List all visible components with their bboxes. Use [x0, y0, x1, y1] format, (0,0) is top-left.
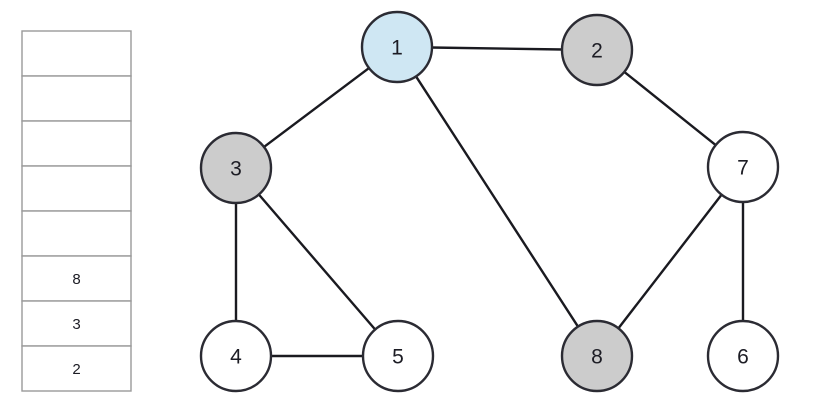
graph-node-label-2: 2	[591, 40, 603, 63]
queue-cell-value-6: 3	[72, 316, 80, 333]
graph-edge-1-8	[414, 74, 580, 329]
graph-node-circle-6	[706, 319, 780, 393]
queue-cell-1[interactable]	[21, 75, 132, 122]
graph-node-8[interactable]: 8	[560, 319, 634, 393]
graph-node-6[interactable]: 6	[706, 319, 780, 393]
graph-node-label-3: 3	[230, 158, 242, 181]
graph-edge-1-3	[261, 66, 372, 149]
graph-node-7[interactable]: 7	[706, 130, 780, 204]
graph-node-circle-1	[360, 10, 434, 84]
graph-node-4[interactable]: 4	[199, 319, 273, 393]
graph-node-3[interactable]: 3	[199, 131, 273, 205]
queue-cell-2[interactable]	[21, 120, 132, 167]
graph-node-circle-8	[560, 319, 634, 393]
graph-node-label-6: 6	[737, 346, 749, 369]
queue-cell-0[interactable]	[21, 30, 132, 77]
graph-node-label-4: 4	[230, 346, 242, 369]
graph-edge-2-7	[622, 70, 718, 147]
graph-node-1[interactable]: 1	[360, 10, 434, 84]
queue-cell-6[interactable]	[21, 300, 132, 347]
graph-node-5[interactable]: 5	[361, 319, 435, 393]
graph-edge-7-8	[616, 192, 724, 331]
graph-node-circle-4	[199, 319, 273, 393]
graph-edge-3-5	[256, 192, 378, 332]
graph-node-label-5: 5	[392, 346, 404, 369]
queue-cell-3[interactable]	[21, 165, 132, 212]
graph-node-circle-7	[706, 130, 780, 204]
graph-node-2[interactable]: 2	[560, 13, 634, 87]
graph-node-label-8: 8	[591, 346, 603, 369]
edge-layer	[234, 46, 745, 358]
graph-node-label-7: 7	[737, 157, 749, 180]
queue-cell-4[interactable]	[21, 210, 132, 257]
graph-node-label-1: 1	[391, 37, 403, 60]
queue-cell-5[interactable]	[21, 255, 132, 302]
graph-edge-1-2	[429, 46, 565, 51]
graph-node-circle-3	[199, 131, 273, 205]
graph-node-circle-2	[560, 13, 634, 87]
queue-cell-value-5: 8	[72, 271, 80, 288]
node-layer: 1 2 3 7 4 5 8 6	[199, 10, 780, 393]
queue-cell-value-7: 2	[72, 361, 80, 378]
graph-node-circle-5	[361, 319, 435, 393]
queue-cell-7[interactable]	[21, 345, 132, 392]
queue-table: 8 3 2	[21, 30, 132, 392]
